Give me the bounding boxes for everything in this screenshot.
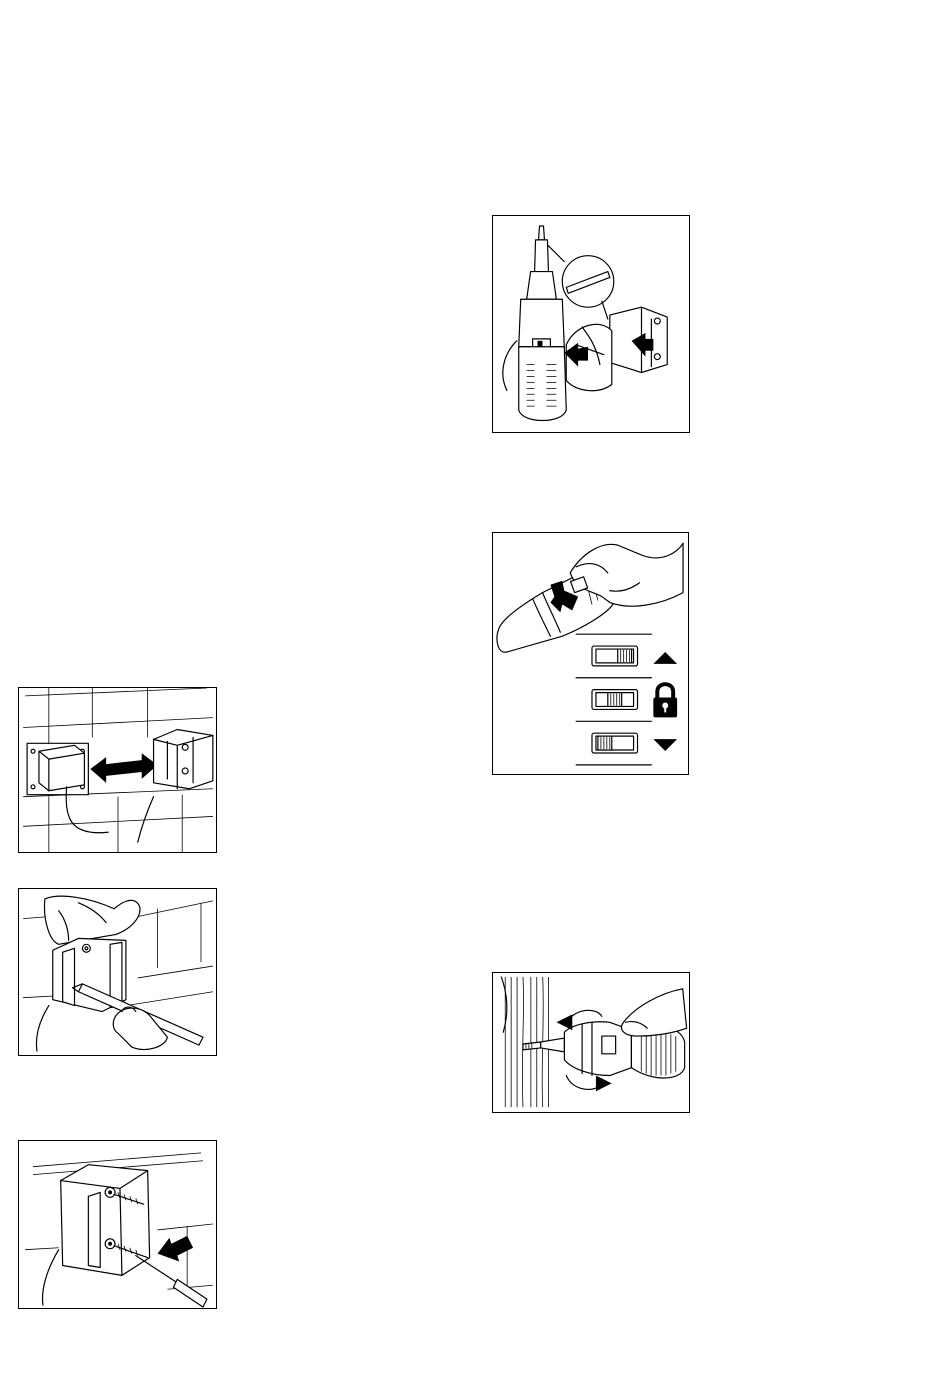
fig-screwdriving [492, 972, 690, 1113]
switch-reverse [592, 733, 638, 753]
fig-screw-holder [18, 1140, 217, 1309]
fig-insert-bit-into-holder [492, 215, 690, 433]
bit-insertion-illustration [493, 216, 689, 432]
screw-mounting-illustration [19, 1141, 216, 1308]
direction-switch-illustration [493, 533, 688, 774]
screwdriving-illustration [493, 973, 689, 1112]
fig-charger-to-wall-holder [18, 687, 217, 853]
pencil-marking-illustration [19, 889, 216, 1055]
charger-to-wall-holder-illustration [19, 688, 216, 852]
triangle-down-icon [653, 739, 677, 751]
switch-forward [592, 646, 638, 666]
switch-locked [592, 690, 638, 710]
fig-direction-switch [492, 532, 689, 775]
fig-mark-holes [18, 888, 217, 1056]
padlock-icon [653, 684, 677, 717]
triangle-up-icon [653, 652, 677, 664]
